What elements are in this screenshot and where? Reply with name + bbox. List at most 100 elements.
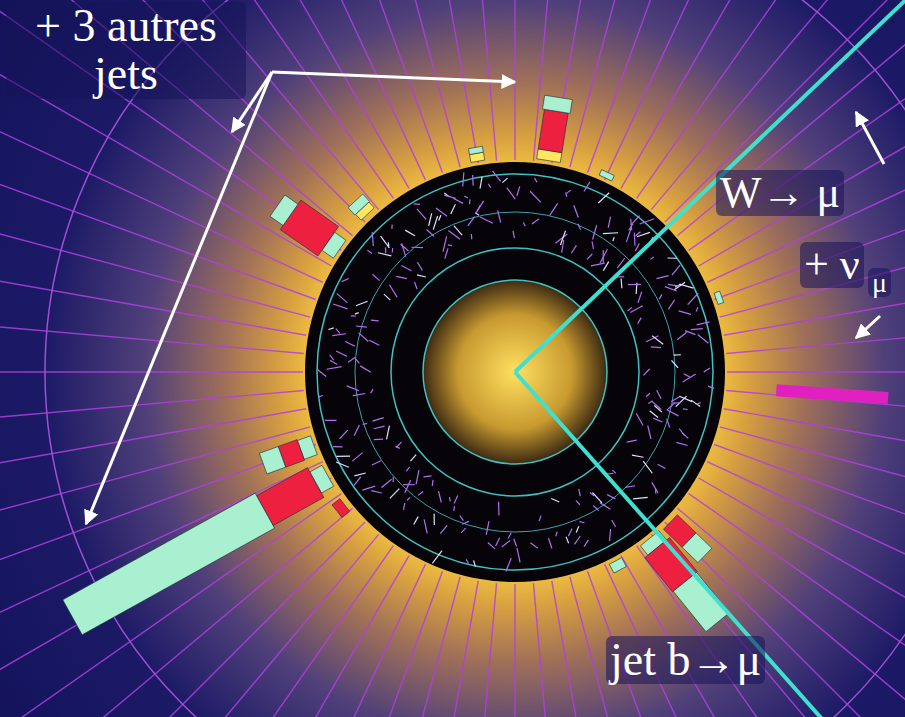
neutrino-subscript: μ (868, 268, 891, 297)
hit (418, 492, 423, 496)
tower-segment (599, 170, 614, 181)
hit (362, 486, 375, 490)
cell-line (0, 240, 306, 335)
pointer-arrows (86, 72, 884, 524)
b-jet-label: jet b→μ (606, 636, 765, 684)
hit (653, 418, 662, 422)
cell-line (318, 577, 460, 717)
tower-segment (259, 446, 285, 474)
hit (424, 519, 427, 533)
hit (671, 396, 680, 401)
tower (267, 191, 350, 264)
hit (656, 276, 668, 279)
hit (517, 186, 520, 196)
hit (549, 538, 552, 548)
hit (498, 502, 500, 516)
hit (429, 213, 432, 225)
hit (530, 543, 537, 548)
hit (506, 558, 511, 571)
hit (469, 199, 471, 204)
cell-line (714, 112, 905, 299)
hit (443, 236, 447, 251)
hit (414, 517, 418, 525)
cell-line (514, 0, 515, 160)
hit (410, 455, 416, 462)
hit (486, 521, 489, 534)
hit (348, 357, 355, 362)
tower (535, 95, 573, 163)
hit (382, 479, 392, 487)
hit (676, 396, 687, 406)
cell-line (0, 445, 316, 632)
hit (646, 393, 650, 397)
hit (369, 340, 379, 345)
tower-segment (538, 109, 568, 152)
hit (566, 192, 567, 196)
hit (414, 203, 420, 205)
hit (417, 262, 422, 270)
tower (348, 194, 375, 221)
hit (351, 315, 356, 316)
hit (340, 430, 348, 439)
hit (438, 491, 441, 502)
hit (411, 247, 423, 249)
hit (685, 331, 695, 335)
hit (332, 334, 346, 336)
hit (318, 395, 323, 396)
missing-energy-bar (776, 384, 889, 404)
w-decay-label: W→ μ (716, 170, 844, 216)
hit (550, 203, 558, 215)
hit (403, 484, 415, 485)
tower (609, 558, 626, 573)
hit (462, 521, 469, 524)
hit (342, 278, 349, 281)
hit (347, 386, 359, 391)
pointer-arrow (856, 112, 884, 164)
cell-line (449, 583, 497, 717)
hit (330, 355, 334, 360)
hit (391, 225, 393, 229)
cell-line (0, 0, 341, 250)
hit (574, 205, 579, 217)
cell-line (637, 0, 905, 198)
hit (328, 328, 333, 330)
hit (652, 482, 658, 493)
hit (451, 204, 456, 214)
hit (414, 282, 417, 289)
hit (514, 539, 517, 547)
hit (480, 177, 482, 189)
hit (633, 497, 648, 499)
hit (354, 425, 359, 436)
hit (655, 488, 657, 494)
hit (691, 329, 703, 330)
hit (584, 182, 590, 192)
cell-line (318, 0, 460, 167)
cell-line (726, 306, 905, 354)
hit (433, 216, 437, 230)
cell-line (0, 0, 365, 222)
hit (372, 232, 373, 246)
pointer-arrow (856, 316, 880, 338)
hit (354, 477, 361, 485)
hit (607, 495, 615, 499)
hit (643, 461, 652, 473)
jets-label: + 3 autres jets (6, 2, 246, 99)
hit (466, 559, 468, 563)
hit (389, 285, 397, 297)
hit (355, 359, 359, 364)
hit (612, 470, 615, 473)
hit (567, 190, 571, 193)
hit (374, 439, 383, 441)
hit (634, 233, 636, 246)
hit (640, 219, 655, 224)
hit (439, 215, 441, 220)
hit (648, 426, 651, 439)
hit (635, 243, 639, 251)
hit (576, 526, 579, 532)
hit (492, 171, 500, 182)
cell-line (699, 0, 905, 266)
hit (659, 294, 662, 299)
hit (632, 455, 644, 457)
hit (665, 287, 677, 291)
